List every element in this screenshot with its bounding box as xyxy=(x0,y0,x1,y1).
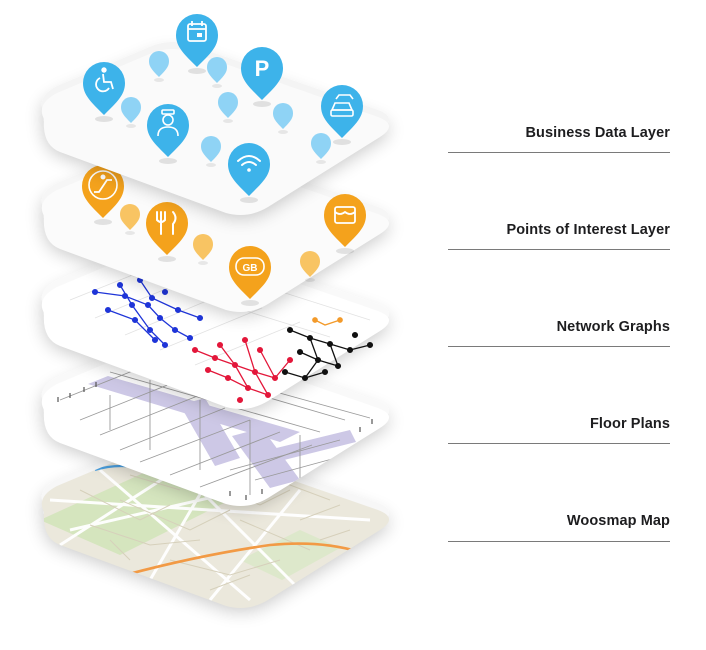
business-small-pin xyxy=(273,103,293,134)
network-graph-plate xyxy=(41,236,390,409)
layer-label-floor-plans: Floor Plans xyxy=(589,416,670,432)
network-black-graph xyxy=(281,326,374,382)
parking-pin: P xyxy=(241,47,283,107)
svg-text:GB: GB xyxy=(243,263,258,274)
shop-pin xyxy=(324,194,366,254)
poi-small-pin xyxy=(120,204,140,235)
wifi-pin xyxy=(228,143,270,203)
car-rental-icon xyxy=(330,94,354,117)
business-pins: P xyxy=(83,14,363,203)
parking-icon: P xyxy=(255,56,270,81)
wifi-icon xyxy=(237,155,261,172)
network-blue-graph xyxy=(91,276,204,349)
floor-plan-plate xyxy=(41,333,390,506)
network-red-graph xyxy=(191,336,294,404)
layer-divider xyxy=(448,249,670,250)
layer-divider xyxy=(448,152,670,153)
concierge-pin xyxy=(147,104,189,164)
floor-corridor xyxy=(88,376,356,488)
layer-divider xyxy=(448,346,670,347)
business-plate: P xyxy=(41,14,390,215)
escalator-pin xyxy=(81,164,124,225)
restaurant-pin xyxy=(146,202,188,262)
layer-divider xyxy=(448,443,670,444)
layer-label-business-data: Business Data Layer xyxy=(525,125,670,141)
poi-plate: GB xyxy=(41,139,390,312)
concierge-icon xyxy=(157,109,179,137)
calendar-icon xyxy=(187,21,207,42)
map-plate xyxy=(41,435,390,608)
currency-exchange-icon: GB xyxy=(235,257,265,276)
accessibility-icon xyxy=(95,67,114,93)
shop-icon xyxy=(334,206,356,224)
poi-pins: GB xyxy=(81,164,366,306)
layer-label-network-graphs: Network Graphs xyxy=(556,319,670,335)
map-route xyxy=(124,542,361,577)
map-streets xyxy=(41,448,371,602)
restaurant-icon xyxy=(156,211,177,235)
business-small-pin xyxy=(207,57,227,88)
layer-divider xyxy=(448,541,670,542)
network-orange-graph xyxy=(312,317,343,326)
poi-small-pin xyxy=(193,234,213,265)
business-small-pin xyxy=(121,97,141,128)
escalator-icon xyxy=(94,174,112,193)
accessibility-pin xyxy=(83,62,125,122)
calendar-pin xyxy=(176,14,218,74)
poi-small-pin xyxy=(300,251,320,282)
car-rental-pin xyxy=(321,85,363,145)
layer-label-woosmap-map: Woosmap Map xyxy=(566,513,670,529)
business-small-pin xyxy=(148,50,169,82)
business-small-pin xyxy=(201,136,221,167)
business-small-pin xyxy=(218,92,238,123)
currency-exchange-pin: GB xyxy=(229,246,271,306)
business-small-pin xyxy=(311,133,331,164)
layer-label-points-of-interest: Points of Interest Layer xyxy=(506,222,670,238)
